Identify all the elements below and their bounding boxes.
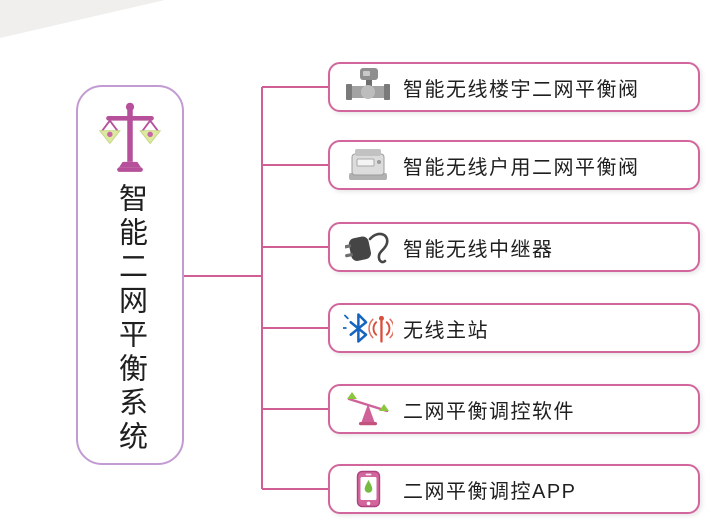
household-meter-icon xyxy=(343,147,393,183)
seesaw-balance-icon xyxy=(343,391,393,427)
branch-label: 二网平衡调控软件 xyxy=(403,400,575,423)
branch-node-building-valve: 智能无线楼宇二网平衡阀 xyxy=(328,62,700,112)
balance-scale-icon xyxy=(98,102,162,172)
root-node: 智能二网平衡系统 xyxy=(76,85,184,465)
branch-node-control-software: 二网平衡调控软件 xyxy=(328,384,700,434)
branch-node-master-station: 无线主站 xyxy=(328,303,700,353)
root-label: 智能二网平衡系统 xyxy=(114,183,147,455)
branch-node-household-valve: 智能无线户用二网平衡阀 xyxy=(328,140,700,190)
power-adapter-repeater-icon xyxy=(343,227,393,267)
branch-label: 智能无线户用二网平衡阀 xyxy=(403,156,640,179)
branch-label: 无线主站 xyxy=(403,319,489,342)
branch-label: 智能无线中继器 xyxy=(403,238,554,261)
branch-label: 二网平衡调控APP xyxy=(403,480,577,503)
smartphone-app-icon xyxy=(343,470,393,508)
building-valve-icon xyxy=(343,67,393,107)
bluetooth-wifi-icon xyxy=(343,311,393,345)
branch-node-repeater: 智能无线中继器 xyxy=(328,222,700,272)
branch-label: 智能无线楼宇二网平衡阀 xyxy=(403,78,640,101)
branch-node-control-app: 二网平衡调控APP xyxy=(328,464,700,514)
